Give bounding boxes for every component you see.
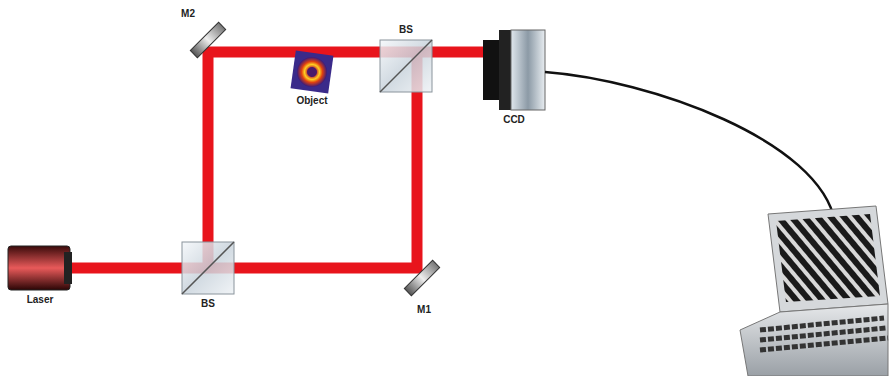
part-label: Laser	[27, 294, 54, 305]
beam-splitter	[380, 40, 432, 92]
part-label: Object	[296, 95, 327, 106]
laser-body	[8, 246, 72, 290]
part-label: BS	[399, 24, 413, 35]
part-label: CCD	[503, 114, 525, 125]
laptop-monitor	[740, 206, 888, 376]
part-label: M1	[417, 304, 431, 315]
camera-cable	[545, 72, 835, 222]
part-label: M2	[181, 8, 195, 19]
part-label: BS	[201, 298, 215, 309]
object-sample	[291, 51, 334, 94]
mirror	[404, 260, 439, 295]
beam-splitter	[182, 242, 234, 294]
ccd-camera	[483, 30, 545, 110]
mirror	[190, 22, 225, 57]
